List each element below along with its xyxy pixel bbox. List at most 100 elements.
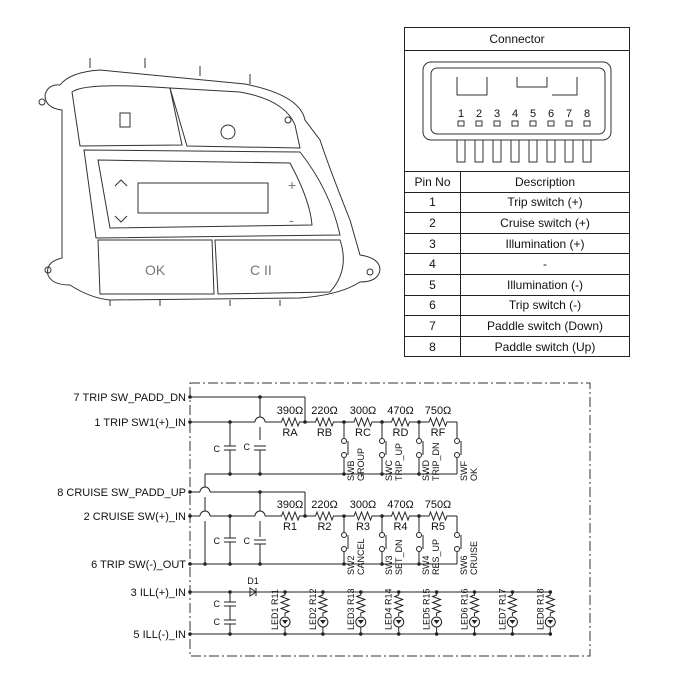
- pin-terminal: [547, 120, 555, 127]
- pin-number: 6: [548, 108, 554, 120]
- switch-name: SW3: [384, 555, 394, 575]
- terminal-label: 6 TRIP SW(-)_OUT: [91, 559, 186, 571]
- switch-function: TRIP_UP: [394, 443, 404, 481]
- resistor-name: RA: [282, 427, 298, 439]
- resistor-name: R2: [317, 521, 331, 533]
- resistor: [344, 416, 382, 428]
- resistor: [276, 416, 305, 428]
- switch-name: SWF: [459, 461, 469, 481]
- minus-label: -: [289, 212, 294, 228]
- resistor: [279, 592, 291, 616]
- ok-button-label: OK: [145, 262, 166, 278]
- resistor: [355, 592, 367, 616]
- switch-function: SET_DN: [394, 539, 404, 575]
- led-label: LED1 R11: [270, 589, 280, 630]
- switch-function: CANCEL: [356, 538, 366, 575]
- resistor: [419, 510, 457, 522]
- switch-name: SW4: [421, 555, 431, 575]
- junction-dot: [258, 562, 262, 566]
- pin-number: 3: [494, 108, 500, 120]
- led-label: LED6 R16: [460, 588, 470, 630]
- resistor: [344, 510, 382, 522]
- resistor-value: 750Ω: [425, 405, 452, 417]
- diode-d1: [249, 587, 257, 597]
- resistor-name: RB: [317, 427, 332, 439]
- resistor-value: 470Ω: [387, 499, 414, 511]
- resistor: [506, 592, 518, 616]
- resistor-name: RD: [393, 427, 409, 439]
- resistor-name: RC: [355, 427, 371, 439]
- resistor: [305, 510, 344, 522]
- pin-terminal: [583, 120, 591, 127]
- led-label: LED3 R13: [346, 588, 356, 630]
- resistor-name: RF: [431, 427, 446, 439]
- resistor: [305, 416, 344, 428]
- capacitor-label: C: [244, 442, 251, 452]
- pin-number: 5: [530, 108, 536, 120]
- switch-name: SW2: [346, 555, 356, 575]
- terminal-label: 2 CRUISE SW(+)_IN: [84, 511, 186, 523]
- junction-dot: [228, 562, 232, 566]
- pin-terminal: [457, 120, 465, 127]
- resistor: [276, 510, 305, 522]
- switch-function: CRUISE: [469, 541, 479, 575]
- switch-function: RES_UP: [431, 539, 441, 575]
- resistor: [419, 416, 457, 428]
- switch-function: TRIP_DN: [431, 442, 441, 481]
- pin-number: 1: [458, 108, 464, 120]
- pin-description: Illumination (-): [460, 273, 630, 296]
- resistor-value: 470Ω: [387, 405, 414, 417]
- resistor-name: R5: [431, 521, 445, 533]
- terminal-label: 5 ILL(-)_IN: [133, 629, 186, 641]
- switch-name: SWC: [384, 460, 394, 481]
- resistor-value: 300Ω: [350, 499, 377, 511]
- led-label: LED7 R17: [497, 588, 507, 630]
- pin-terminal: [475, 120, 483, 127]
- pin-number: 7: [566, 108, 572, 120]
- diode-label: D1: [247, 576, 259, 586]
- pin-description: Illumination (+): [460, 232, 630, 255]
- capacitor-label: C: [214, 617, 221, 627]
- resistor-name: R3: [356, 521, 370, 533]
- junction-dot: [258, 472, 262, 476]
- terminal-label: 1 TRIP SW1(+)_IN: [94, 417, 186, 429]
- resistor-value: 220Ω: [311, 405, 338, 417]
- cruise-button-label: C II: [250, 262, 272, 278]
- pin-terminal: [511, 120, 519, 127]
- resistor-value: 390Ω: [277, 499, 304, 511]
- resistor-name: R1: [283, 521, 297, 533]
- led-label: LED2 R12: [308, 588, 318, 630]
- pin-terminal: [565, 120, 573, 127]
- resistor: [393, 592, 405, 616]
- resistor-value: 390Ω: [277, 405, 304, 417]
- terminal-label: 7 TRIP SW_PADD_DN: [74, 392, 187, 404]
- resistor: [431, 592, 443, 616]
- resistor: [469, 592, 480, 616]
- resistor-value: 300Ω: [350, 405, 377, 417]
- led-label: LED5 R15: [422, 588, 432, 630]
- pin-description: Trip switch (-): [460, 294, 630, 317]
- capacitor-label: C: [214, 599, 221, 609]
- resistor: [544, 592, 556, 616]
- pin-description: Paddle switch (Up): [460, 335, 630, 358]
- pin-description: Cruise switch (+): [460, 212, 630, 234]
- switch-function: OK: [469, 468, 479, 481]
- capacitor-label: C: [214, 536, 221, 546]
- switch-name: SWB: [346, 460, 356, 481]
- plus-label: +: [288, 177, 296, 193]
- resistor-value: 750Ω: [425, 499, 452, 511]
- resistor: [317, 592, 329, 616]
- resistor-value: 220Ω: [311, 499, 338, 511]
- pin-number: 2: [476, 108, 482, 120]
